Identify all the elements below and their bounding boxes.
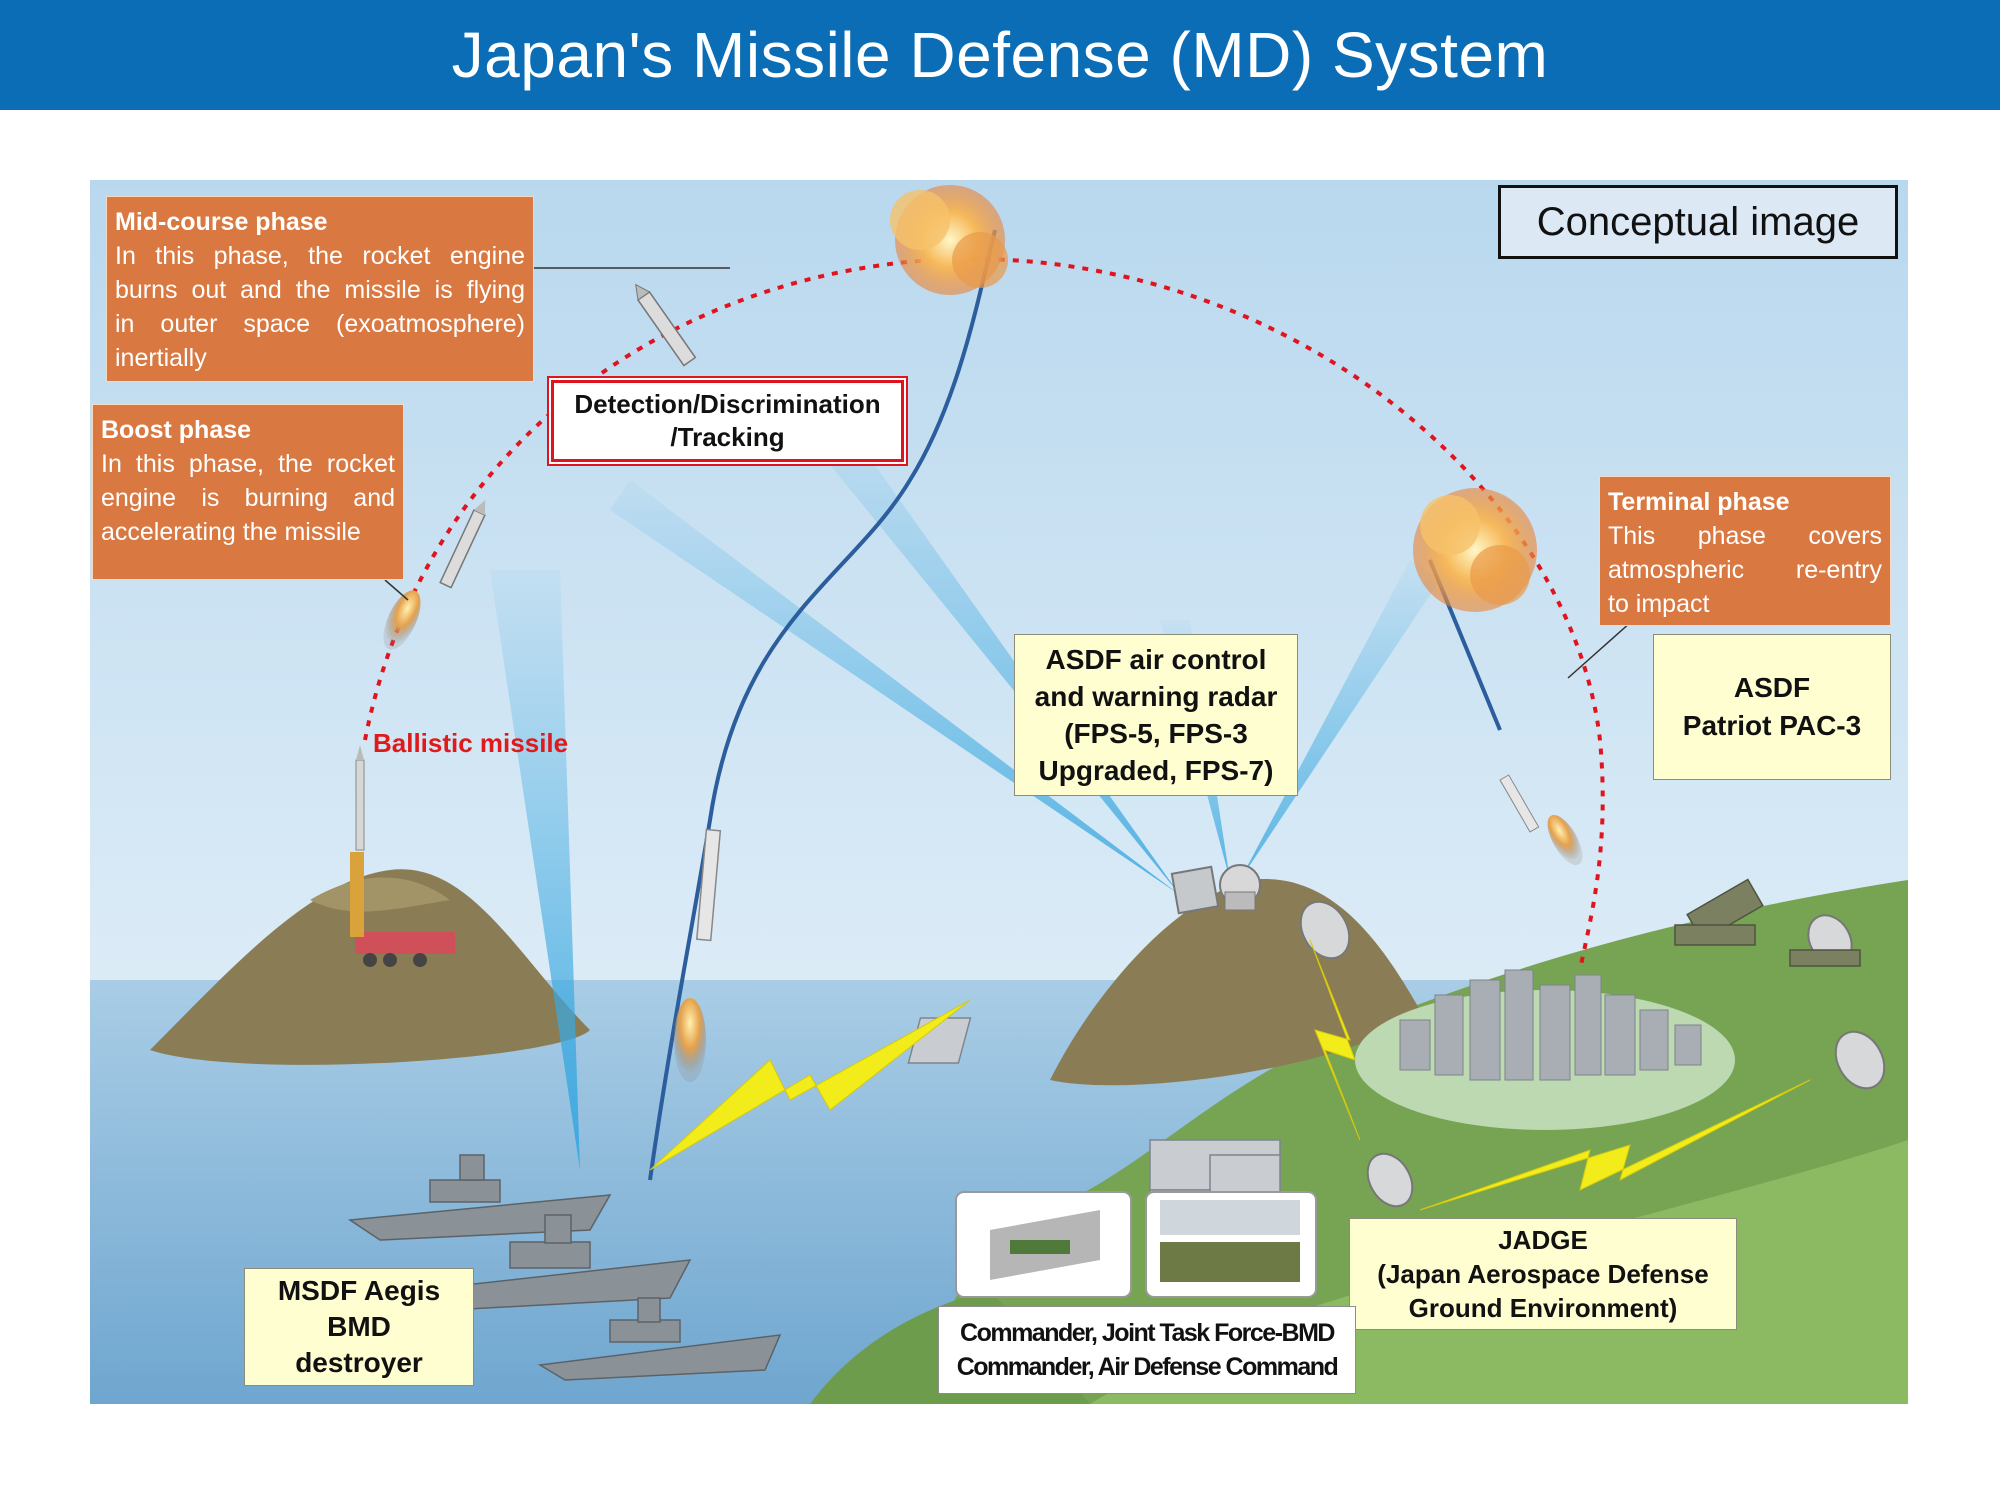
boost-phase-line: engine is burning and	[101, 484, 395, 512]
asdf-patriot-label: ASDF Patriot PAC-3	[1653, 634, 1891, 780]
command-line: Commander, Joint Task Force-BMD	[960, 1319, 1335, 1347]
aegis-line: destroyer	[295, 1347, 423, 1378]
terminal-phase-heading: Terminal phase	[1608, 488, 1790, 516]
midcourse-phase-box: Mid-course phase In this phase, the rock…	[106, 196, 534, 382]
aegis-line: MSDF Aegis	[277, 1275, 441, 1306]
jadge-line: (Japan Aerospace Defense	[1377, 1259, 1709, 1289]
radar-line: (FPS-5, FPS-3	[1064, 718, 1248, 749]
terminal-phase-line: This phase covers	[1608, 522, 1882, 550]
ballistic-missile-label: Ballistic missile	[373, 728, 569, 758]
jadge-label: JADGE (Japan Aerospace Defense Ground En…	[1349, 1218, 1737, 1330]
scene-illustration	[90, 180, 1908, 1404]
terminal-phase-line: atmospheric re-entry	[1608, 556, 1882, 584]
command-label: Commander, Joint Task Force-BMD Commande…	[938, 1306, 1356, 1394]
radar-line: ASDF air control	[1045, 644, 1267, 675]
midcourse-phase-line: in outer space (exoatmosphere)	[115, 310, 525, 338]
msdf-aegis-label: MSDF Aegis BMD destroyer	[244, 1268, 474, 1386]
jadge-line: JADGE	[1498, 1225, 1588, 1255]
boost-phase-line: In this phase, the rocket	[101, 450, 395, 478]
boost-phase-box: Boost phase In this phase, the rocket en…	[92, 404, 404, 580]
patriot-line: ASDF	[1733, 672, 1811, 703]
boost-phase-heading: Boost phase	[101, 416, 252, 444]
jadge-line: Ground Environment)	[1408, 1293, 1678, 1323]
radar-line: Upgraded, FPS-7)	[1038, 755, 1274, 786]
aegis-line: BMD	[327, 1311, 391, 1342]
midcourse-phase-line: In this phase, the rocket engine	[115, 242, 525, 270]
detection-line-2: /Tracking	[670, 422, 785, 452]
boost-phase-line: accelerating the missile	[101, 518, 361, 546]
conceptual-image-label: Conceptual image	[1498, 185, 1898, 259]
terminal-phase-box: Terminal phase This phase covers atmosph…	[1599, 476, 1891, 626]
asdf-radar-label: ASDF air control and warning radar (FPS-…	[1014, 634, 1298, 796]
radar-line: and warning radar	[1034, 681, 1278, 712]
midcourse-phase-line: inertially	[115, 344, 207, 372]
detection-tracking-label: Detection/Discrimination /Tracking	[549, 378, 906, 464]
patriot-line: Patriot PAC-3	[1682, 710, 1862, 741]
command-line: Commander, Air Defense Command	[956, 1353, 1339, 1381]
midcourse-phase-line: burns out and the missile is flying	[115, 276, 525, 304]
terminal-phase-line: to impact	[1608, 590, 1710, 618]
scene-drawing	[90, 180, 1908, 1404]
detection-line-1: Detection/Discrimination	[574, 389, 881, 419]
page-title: Japan's Missile Defense (MD) System	[0, 0, 2000, 110]
midcourse-phase-heading: Mid-course phase	[115, 208, 328, 236]
